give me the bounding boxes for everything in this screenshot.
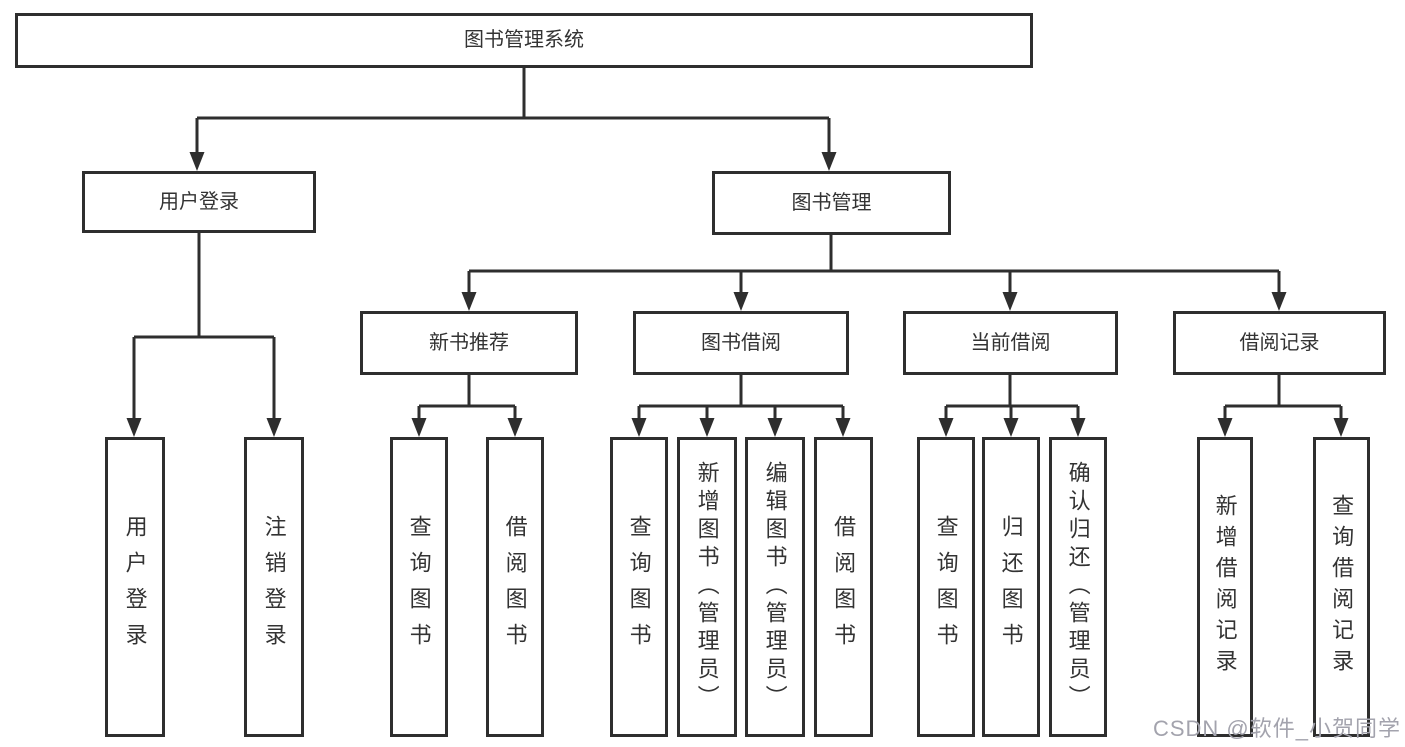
node-current-borrowing: 当前借阅 xyxy=(903,311,1118,375)
leaf-add-borrow-record: 新增借阅记录 xyxy=(1197,437,1253,737)
csdn-watermark: CSDN @软件_小贺同学 xyxy=(1152,716,1401,741)
node-new-book-recommend: 新书推荐 xyxy=(360,311,578,375)
node-book-management: 图书管理 xyxy=(712,171,951,235)
node-book-borrowing: 图书借阅 xyxy=(633,311,849,375)
leaf-return-book: 归还图书 xyxy=(982,437,1040,737)
node-library-management-system: 图书管理系统 xyxy=(15,13,1033,68)
leaf-borrow-books-1: 借阅图书 xyxy=(486,437,544,737)
leaf-borrow-books-2: 借阅图书 xyxy=(814,437,873,737)
leaf-query-books-3: 查询图书 xyxy=(917,437,975,737)
leaf-confirm-return-admin: 确认归还（管理员） xyxy=(1049,437,1107,737)
leaf-logout: 注销登录 xyxy=(244,437,304,737)
leaf-user-login: 用户登录 xyxy=(105,437,165,737)
leaf-query-books-1: 查询图书 xyxy=(390,437,448,737)
node-user-login: 用户登录 xyxy=(82,171,316,233)
leaf-add-book-admin: 新增图书（管理员） xyxy=(677,437,737,737)
leaf-query-books-2: 查询图书 xyxy=(610,437,668,737)
node-borrowing-records: 借阅记录 xyxy=(1173,311,1386,375)
leaf-query-borrow-record: 查询借阅记录 xyxy=(1313,437,1370,737)
leaf-edit-book-admin: 编辑图书（管理员） xyxy=(745,437,805,737)
